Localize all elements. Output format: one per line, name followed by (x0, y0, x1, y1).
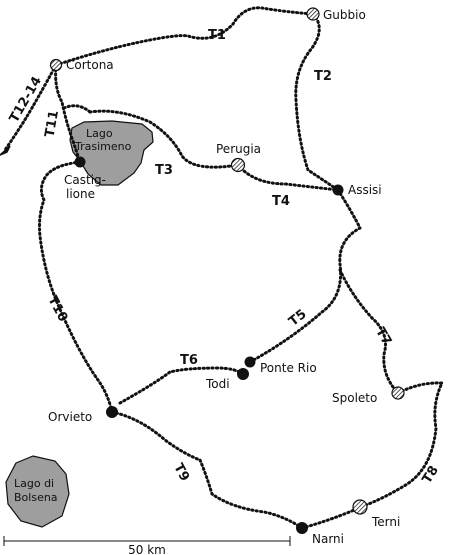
route-t8 (364, 381, 444, 507)
town-marker-assisi (332, 184, 344, 196)
town-label-assisi: Assisi (348, 183, 382, 197)
route-label-t4: T4 (272, 194, 290, 209)
route-t5 (248, 188, 362, 364)
town-marker-narni (296, 522, 308, 534)
town-label-narni: Narni (312, 532, 344, 546)
town-label-castiglione-2: lione (66, 187, 95, 201)
lake-label-bolsena-2: Bolsena (14, 491, 58, 504)
route-t10 (38, 160, 114, 414)
lake-label-trasimeno-1: Lago (86, 127, 113, 140)
route-label-t7: T7 (372, 325, 394, 348)
route-label-t2: T2 (314, 69, 332, 84)
town-marker-castiglione (74, 156, 86, 168)
town-label-cortona: Cortona (66, 58, 114, 72)
town-label-spoleto: Spoleto (332, 391, 377, 405)
town-marker-cortona (49, 58, 63, 72)
route-t6 (118, 366, 245, 405)
lake-label-bolsena-1: Lago di (14, 477, 54, 490)
town-marker-spoleto (391, 386, 405, 400)
town-marker-gubbio (306, 7, 320, 21)
town-marker-terni (352, 499, 368, 515)
town-label-terni: Terni (371, 515, 400, 529)
route-t11 (54, 63, 82, 164)
route-label-t10: T10 (44, 294, 70, 325)
route-t2 (294, 12, 340, 192)
route-label-t11: T11 (43, 109, 62, 138)
town-label-castiglione-1: Castig- (64, 173, 106, 187)
route-label-t6: T6 (180, 353, 198, 368)
arrow-head-icon (0, 145, 11, 156)
town-label-todi: Todi (205, 377, 230, 391)
route-t1 (54, 6, 315, 67)
route-t4 (236, 163, 340, 192)
town-label-perugia: Perugia (216, 142, 261, 156)
town-marker-ponte-rio (244, 356, 256, 368)
route-t7 (338, 268, 400, 395)
town-marker-perugia (230, 157, 246, 173)
route-t9 (110, 410, 304, 530)
lake-label-trasimeno-2: Trasimeno (74, 140, 132, 153)
town-marker-orvieto (106, 406, 118, 418)
lake-trasimeno (69, 120, 154, 186)
town-label-gubbio: Gubbio (323, 8, 366, 22)
scale-label: 50 km (128, 543, 166, 555)
route-label-t3: T3 (155, 163, 173, 178)
town-label-orvieto: Orvieto (48, 410, 92, 424)
route-t12-14 (3, 63, 58, 152)
lake-bolsena (5, 455, 70, 528)
scale-bar: 50 km (3, 536, 291, 555)
route-t11b (62, 104, 92, 114)
town-label-ponte-rio: Ponte Rio (260, 361, 317, 375)
town-marker-todi (237, 368, 249, 380)
route-label-t1: T1 (208, 28, 226, 43)
route-t3 (88, 109, 240, 169)
route-label-t9: T9 (170, 461, 192, 484)
